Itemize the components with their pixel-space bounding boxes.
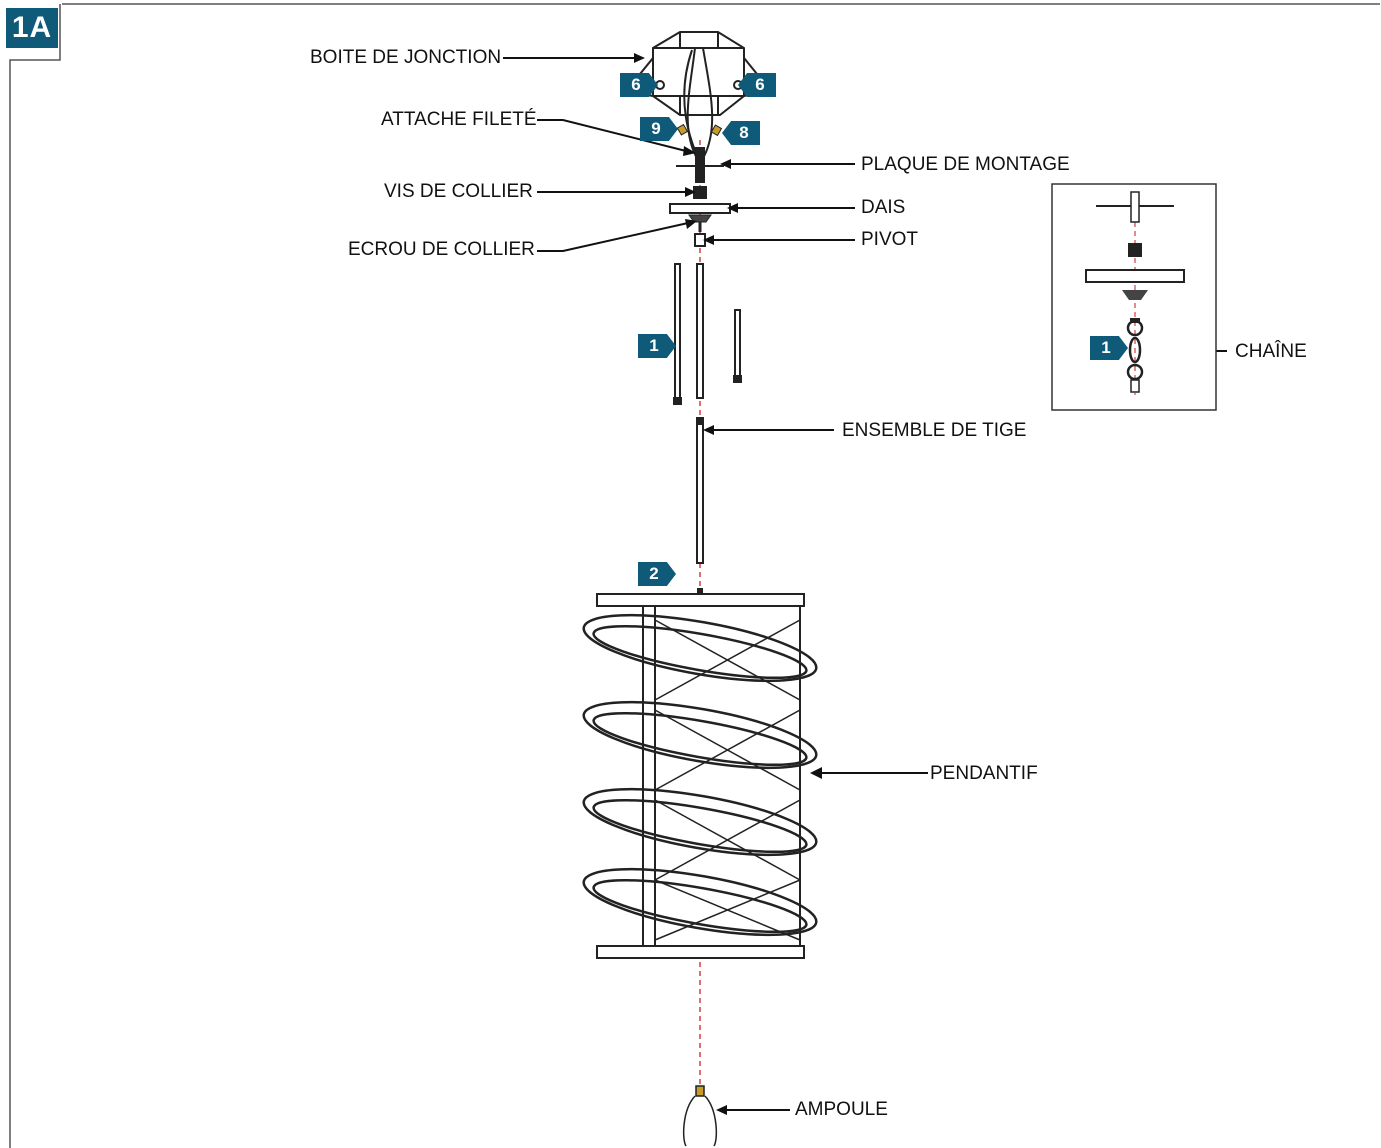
section-badge: 1A: [6, 8, 58, 48]
canopy: [669, 203, 731, 214]
wire-nuts: [676, 123, 723, 137]
label-junction-box: BOITE DE JONCTION: [310, 47, 502, 68]
step-tag-6-left: 6: [620, 73, 658, 97]
step-tag-6-right: 6: [738, 73, 776, 97]
label-threaded-nipple: ATTACHE FILETÉ: [381, 109, 537, 130]
diagram-border: [9, 3, 1380, 1148]
label-collar-screw: VIS DE COLLIER: [384, 181, 533, 202]
step-tag-1-chain: 1: [1090, 336, 1128, 360]
label-canopy: DAIS: [861, 197, 906, 218]
collar-nut: [688, 214, 712, 223]
label-pendant: PENDANTIF: [930, 763, 1038, 784]
chain-inset: [1051, 183, 1217, 411]
bulb: [682, 1085, 718, 1147]
step-tag-2: 2: [638, 562, 676, 586]
stem-pieces: [673, 263, 742, 564]
junction-box: [639, 31, 758, 116]
collar-screw: [693, 186, 707, 199]
step-tag-8: 8: [722, 121, 760, 145]
label-mounting-plate: PLAQUE DE MONTAGE: [861, 154, 1070, 175]
mounting-plate: [676, 147, 724, 183]
pendant-shade: [582, 593, 818, 959]
leader-lines: [503, 57, 1227, 1111]
label-swivel: PIVOT: [861, 229, 919, 250]
label-bulb: AMPOULE: [795, 1099, 888, 1120]
label-collar-nut: ECROU DE COLLIER: [348, 239, 535, 260]
step-tag-9: 9: [640, 117, 678, 141]
label-chain: CHAÎNE: [1235, 341, 1307, 362]
label-stem-assembly: ENSEMBLE DE TIGE: [842, 420, 1027, 441]
step-tag-1-stem: 1: [638, 334, 676, 358]
